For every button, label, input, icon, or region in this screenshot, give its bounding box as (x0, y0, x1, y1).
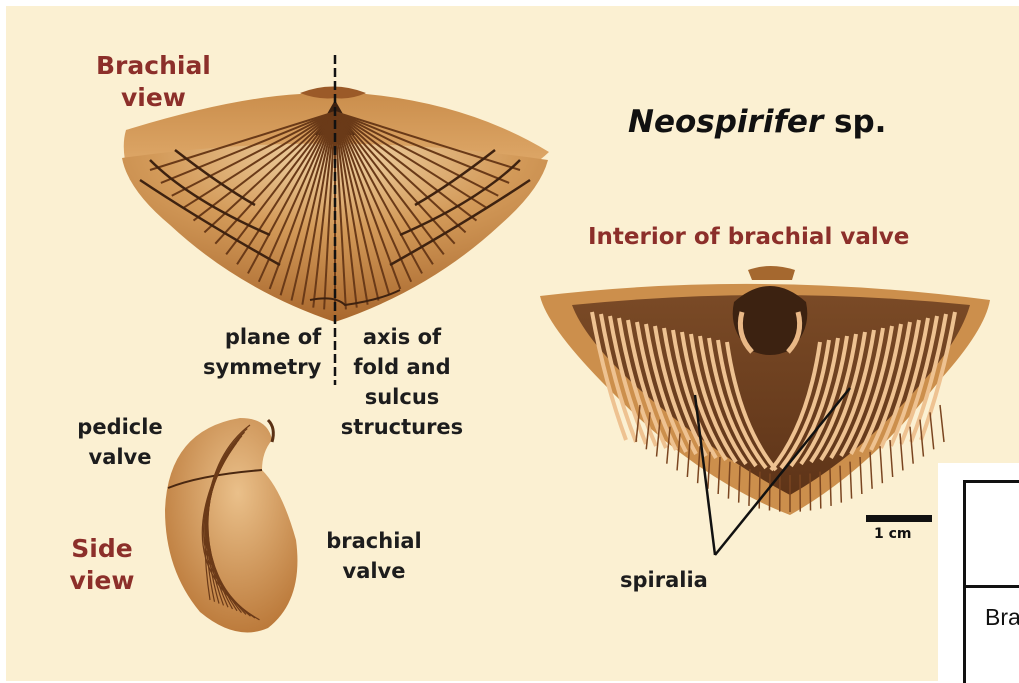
title-suffix: sp. (823, 104, 886, 140)
brachial-view-line2: view (96, 82, 211, 114)
plane-line2: symmetry (203, 352, 321, 382)
plane-line1: plane of (203, 322, 321, 352)
side-view-label: Side view (66, 533, 138, 597)
side-line2: view (66, 565, 138, 597)
interior-ray (810, 473, 811, 510)
scale-bar (866, 515, 932, 522)
axis-line3: sulcus (336, 382, 468, 412)
interior-ray (830, 469, 831, 506)
brachial-view-label: Brachial view (96, 50, 211, 114)
pedicle-valve-label: pedicle valve (72, 412, 168, 472)
axis-line2: fold and (336, 352, 468, 382)
interior-ray (749, 469, 750, 506)
brachial-valve-line1: brachial (320, 526, 428, 556)
interior-ray (820, 472, 821, 509)
figure-title: Neospirifer sp. (628, 104, 886, 140)
scale-label: 1 cm (874, 526, 912, 542)
brachial-valve-label: brachial valve (320, 526, 428, 586)
spiralia-label: spiralia (620, 565, 708, 595)
axis-of-fold-label: axis of fold and sulcus structures (336, 322, 468, 442)
plane-of-symmetry-label: plane of symmetry (203, 322, 321, 382)
side-line1: Side (66, 533, 138, 565)
pedicle-line2: valve (72, 442, 168, 472)
interior-label: Interior of brachial valve (588, 224, 909, 250)
pedicle-line1: pedicle (72, 412, 168, 442)
axis-line4: structures (336, 412, 468, 442)
interior-ray (769, 473, 770, 510)
fragment-text: Bra (985, 604, 1019, 631)
fragment-frame (963, 480, 1019, 683)
brachial-valve-line2: valve (320, 556, 428, 586)
axis-line1: axis of (336, 322, 468, 352)
fragment-divider (963, 585, 1019, 588)
title-genus: Neospirifer (628, 104, 823, 140)
interior-ray (759, 472, 760, 509)
brachial-view-line1: Brachial (96, 50, 211, 82)
